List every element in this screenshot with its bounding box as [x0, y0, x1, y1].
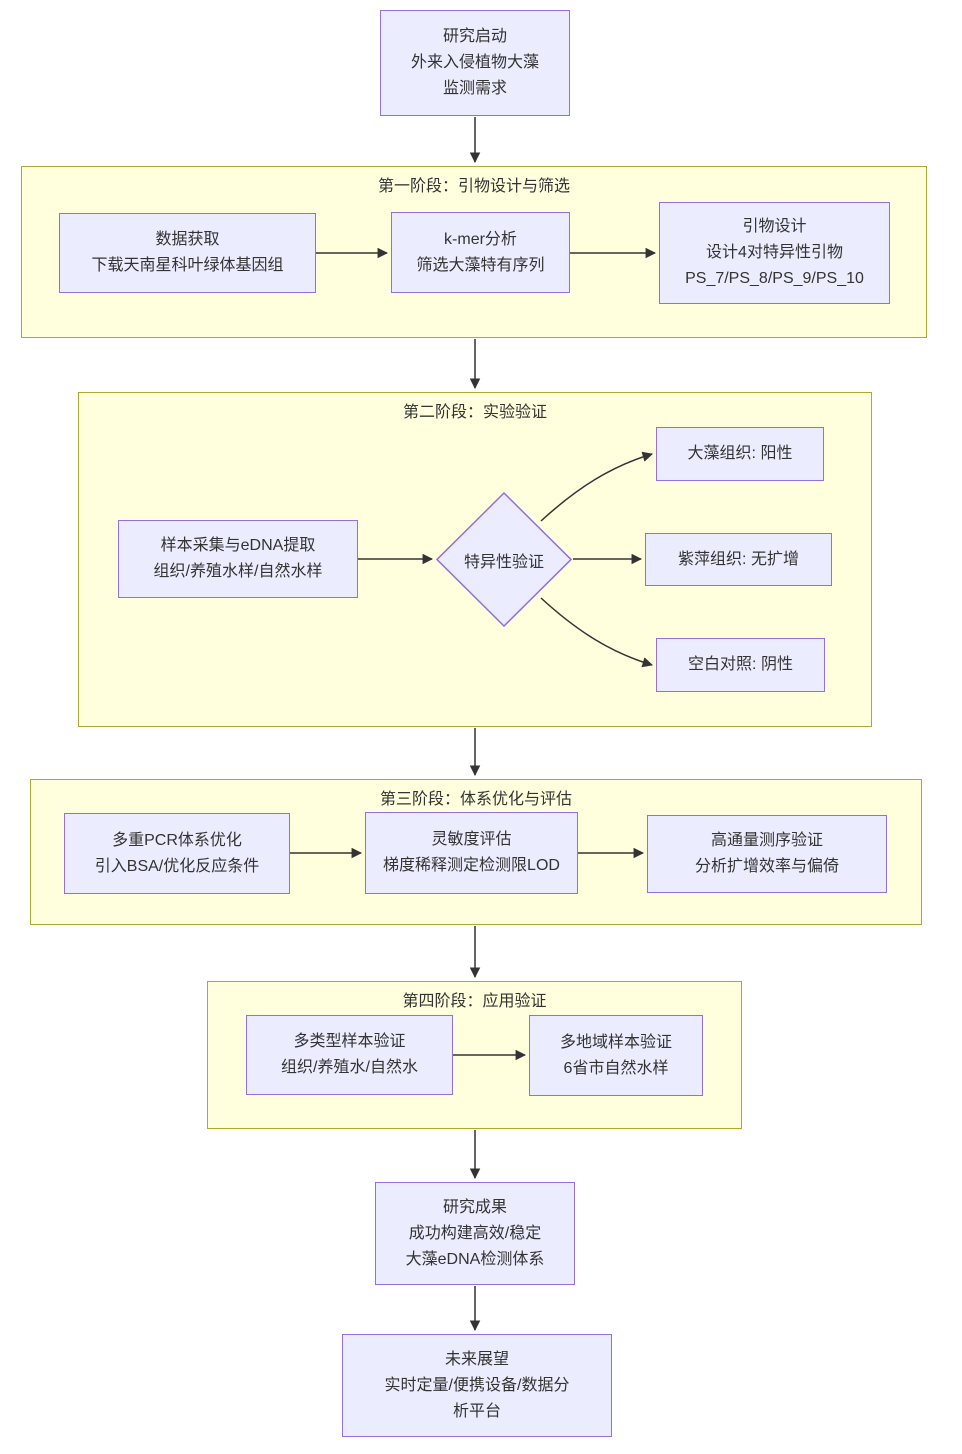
node-sensitivity-evaluation-line1: 灵敏度评估: [431, 831, 512, 848]
node-result-negative: 空白对照: 阴性: [656, 638, 825, 692]
node-multi-region-validation-line2: 6省市自然水样: [563, 1059, 669, 1077]
node-primer-design: 引物设计 设计4对特异性引物 PS_7/PS_8/PS_9/PS_10: [659, 202, 890, 304]
cluster-stage2-label: 第二阶段：实验验证: [402, 404, 547, 421]
node-research-outcome-line1: 研究成果: [442, 1198, 507, 1216]
node-kmer-analysis: k-mer分析 筛选大藻特有序列: [391, 212, 570, 293]
node-multi-region-validation: 多地域样本验证 6省市自然水样: [529, 1015, 703, 1096]
node-specificity-decision-label: 特异性验证: [463, 553, 544, 571]
node-sampling-edna-line1: 样本采集与eDNA提取: [160, 537, 316, 554]
node-primer-design-line1: 引物设计: [742, 218, 807, 235]
node-kmer-analysis-line2: 筛选大藻特有序列: [416, 256, 545, 274]
node-hts-validation: 高通量测序验证 分析扩增效率与偏倚: [647, 815, 887, 893]
diamond-shape-icon: [436, 492, 572, 627]
node-hts-validation-line1: 高通量测序验证: [710, 832, 823, 849]
node-research-outcome-line2: 成功构建高效/稳定: [408, 1224, 542, 1242]
node-result-positive: 大藻组织: 阳性: [656, 427, 824, 481]
node-hts-validation-line2: 分析扩增效率与偏倚: [694, 858, 839, 875]
node-primer-design-line3: PS_7/PS_8/PS_9/PS_10: [685, 270, 864, 287]
node-start: 研究启动 外来入侵植物大藻 监测需求: [380, 10, 570, 116]
cluster-stage3-label: 第三阶段：体系优化与评估: [379, 791, 572, 808]
node-start-line3: 监测需求: [442, 80, 507, 97]
node-primer-design-line2: 设计4对特异性引物: [706, 244, 843, 261]
node-sampling-edna: 样本采集与eDNA提取 组织/养殖水样/自然水样: [118, 520, 358, 598]
node-result-no-amplification: 紫萍组织: 无扩增: [645, 533, 832, 586]
cluster-stage4-label: 第四阶段：应用验证: [402, 993, 547, 1010]
node-future-outlook-line2: 实时定量/便携设备/数据分: [384, 1376, 570, 1394]
node-result-no-amplification-line1: 紫萍组织: 无扩增: [678, 550, 799, 568]
node-multiplex-pcr-line2: 引入BSA/优化反应条件: [94, 857, 260, 875]
node-multi-region-validation-line1: 多地域样本验证: [559, 1033, 672, 1051]
node-multi-type-validation-line1: 多类型样本验证: [293, 1033, 406, 1050]
node-multi-type-validation: 多类型样本验证 组织/养殖水/自然水: [246, 1015, 453, 1095]
node-sensitivity-evaluation: 灵敏度评估 梯度稀释测定检测限LOD: [365, 812, 578, 894]
node-result-negative-line1: 空白对照: 阴性: [688, 656, 793, 673]
node-data-acquisition: 数据获取 下载天南星科叶绿体基因组: [59, 213, 316, 293]
node-future-outlook: 未来展望 实时定量/便携设备/数据分 析平台: [342, 1334, 612, 1437]
node-research-outcome: 研究成果 成功构建高效/稳定 大藻eDNA检测体系: [375, 1182, 575, 1285]
node-data-acquisition-line2: 下载天南星科叶绿体基因组: [91, 257, 284, 274]
node-future-outlook-line1: 未来展望: [444, 1350, 509, 1368]
node-future-outlook-line3: 析平台: [452, 1402, 501, 1420]
node-multi-type-validation-line2: 组织/养殖水/自然水: [281, 1059, 418, 1076]
node-research-outcome-line3: 大藻eDNA检测体系: [405, 1250, 545, 1268]
node-result-positive-line1: 大藻组织: 阳性: [687, 445, 793, 462]
node-sampling-edna-line2: 组织/养殖水样/自然水样: [153, 563, 323, 580]
node-data-acquisition-line1: 数据获取: [155, 231, 220, 248]
node-start-line1: 研究启动: [442, 28, 507, 45]
node-specificity-decision: 特异性验证: [436, 492, 572, 627]
node-kmer-analysis-line1: k-mer分析: [444, 230, 517, 248]
node-multiplex-pcr-line1: 多重PCR体系优化: [112, 831, 242, 849]
cluster-stage1-label: 第一阶段：引物设计与筛选: [377, 178, 570, 195]
node-start-line2: 外来入侵植物大藻: [410, 54, 539, 71]
node-multiplex-pcr: 多重PCR体系优化 引入BSA/优化反应条件: [64, 813, 290, 894]
node-sensitivity-evaluation-line2: 梯度稀释测定检测限LOD: [383, 857, 560, 874]
